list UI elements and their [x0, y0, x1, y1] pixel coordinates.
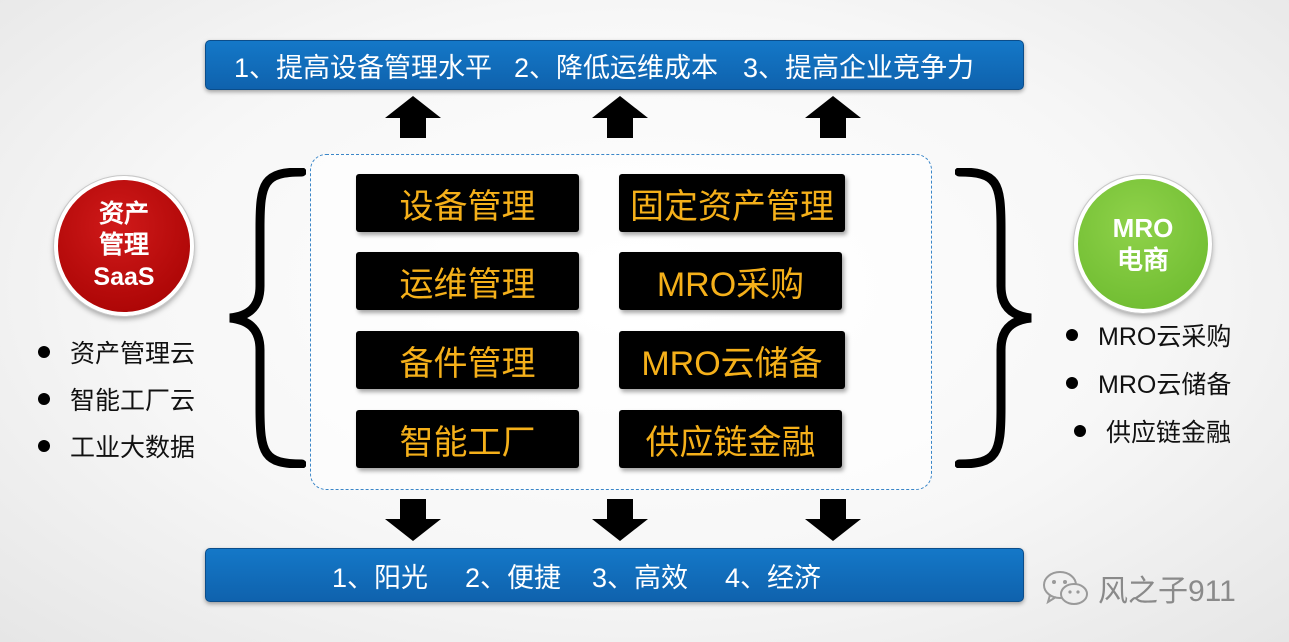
bullet-icon — [38, 439, 50, 452]
module-mro-procurement: MRO采购 — [619, 252, 842, 310]
bullet-icon — [38, 345, 50, 358]
down-arrow-icon — [590, 499, 650, 541]
module-smart-factory: 智能工厂 — [356, 410, 579, 468]
wechat-icon — [1043, 571, 1088, 605]
list-item: MRO云储备 — [1066, 359, 1231, 407]
list-item: 供应链金融 — [1066, 407, 1231, 455]
top-benefit-2: 2、降低运维成本 — [514, 52, 719, 83]
module-supply-chain-finance: 供应链金融 — [619, 410, 842, 468]
bottom-benefit-3: 3、高效 — [592, 562, 689, 593]
module-fixed-asset-management: 固定资产管理 — [619, 174, 845, 232]
bottom-benefits-banner: 1、阳光 2、便捷 3、高效 4、经济 — [205, 548, 1024, 602]
list-item: 工业大数据 — [38, 422, 195, 469]
asset-management-saas-circle: 资产 管理 SaaS — [53, 175, 195, 317]
up-arrow-icon — [383, 96, 443, 138]
bullet-icon — [1074, 425, 1086, 437]
bullet-icon — [1066, 329, 1078, 341]
circle-line: 管理 — [98, 231, 149, 260]
watermark-text: 风之子911 — [1098, 575, 1236, 608]
right-feature-list: MRO云采购 MRO云储备 供应链金融 — [1066, 311, 1231, 455]
top-benefit-3: 3、提高企业竞争力 — [743, 52, 975, 83]
top-benefit-1: 1、提高设备管理水平 — [234, 52, 493, 83]
module-equipment-management: 设备管理 — [356, 174, 579, 232]
circle-line: SaaS — [93, 262, 155, 291]
list-item: 智能工厂云 — [38, 375, 195, 422]
mro-ecommerce-circle: MRO 电商 — [1073, 174, 1213, 314]
list-item: MRO云采购 — [1066, 311, 1231, 359]
up-arrow-icon — [803, 96, 863, 138]
circle-line: 电商 — [1116, 245, 1169, 275]
module-mro-cloud-reserve: MRO云储备 — [619, 331, 845, 389]
left-feature-list: 资产管理云 智能工厂云 工业大数据 — [38, 328, 195, 469]
up-arrow-icon — [590, 96, 650, 138]
bullet-icon — [38, 392, 50, 405]
module-operations-management: 运维管理 — [356, 252, 579, 310]
bullet-icon — [1066, 377, 1078, 389]
top-benefits-banner: 1、提高设备管理水平 2、降低运维成本 3、提高企业竞争力 — [205, 40, 1024, 90]
circle-line: 资产 — [98, 200, 149, 229]
watermark: 风之子911 — [1040, 566, 1236, 610]
right-brace-icon — [955, 168, 1032, 468]
down-arrow-icon — [803, 499, 863, 541]
list-item: 资产管理云 — [38, 328, 195, 375]
left-brace-icon — [229, 168, 306, 468]
bottom-benefit-1: 1、阳光 — [332, 562, 429, 593]
bottom-benefit-4: 4、经济 — [725, 562, 822, 593]
circle-line: MRO — [1112, 212, 1174, 243]
down-arrow-icon — [383, 499, 443, 541]
module-spare-parts-management: 备件管理 — [356, 331, 579, 389]
bottom-benefit-2: 2、便捷 — [465, 562, 562, 593]
